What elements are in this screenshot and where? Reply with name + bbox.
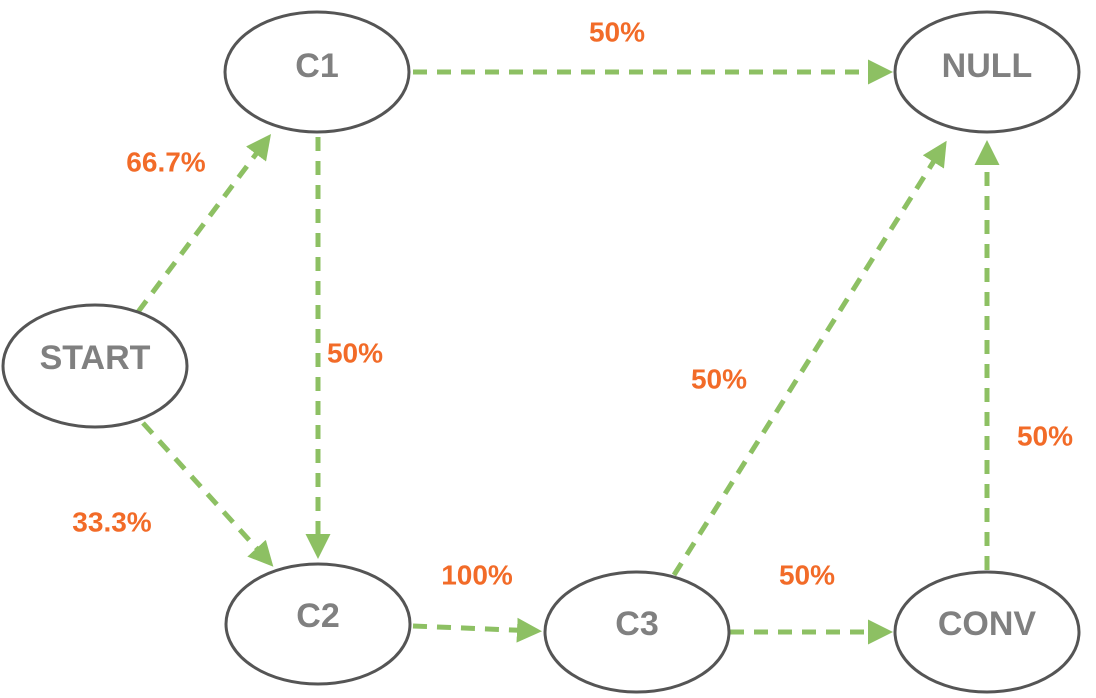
- node-conv-shape: [893, 570, 1081, 694]
- node-start-shape: [1, 303, 189, 429]
- node-c2-label: C2: [296, 597, 339, 635]
- edge-start-c1: [135, 133, 271, 314]
- edge-start-c2: [141, 421, 274, 567]
- node-c3: C3: [543, 570, 731, 694]
- edge-label-c1-null: 50%: [589, 17, 645, 48]
- node-c1-label: C1: [295, 47, 338, 85]
- nodes: START C1 C2 C3 NULL CONV: [1, 10, 1081, 694]
- edge-label-c3-conv: 50%: [779, 560, 835, 591]
- node-c3-shape: [543, 570, 731, 694]
- edge-label-c3-null: 50%: [691, 364, 747, 395]
- node-conv: CONV: [893, 570, 1081, 694]
- node-null-label: NULL: [942, 47, 1033, 85]
- node-start-label: START: [40, 339, 151, 377]
- edge-label-start-c1: 66.7%: [126, 147, 205, 178]
- edge-label-start-c2: 33.3%: [72, 507, 151, 538]
- node-c1: C1: [223, 10, 411, 134]
- node-c1-shape: [223, 10, 411, 134]
- edge-c2-c3: [412, 617, 542, 643]
- node-null-shape: [893, 10, 1081, 134]
- edge-label-c2-c3: 100%: [441, 560, 513, 591]
- edge-labels: 66.7% 33.3% 50% 50% 100% 50% 50% 50%: [72, 17, 1073, 591]
- node-c2: C2: [224, 562, 412, 686]
- node-c3-label: C3: [615, 605, 658, 643]
- edge-label-c1-c2: 50%: [327, 338, 383, 369]
- node-start: START: [1, 303, 189, 429]
- edge-c3-null: [671, 140, 947, 577]
- node-null: NULL: [893, 10, 1081, 134]
- edge-label-conv-null: 50%: [1017, 421, 1073, 452]
- edges: [135, 59, 1000, 645]
- node-c2-shape: [224, 562, 412, 686]
- node-conv-label: CONV: [938, 605, 1037, 643]
